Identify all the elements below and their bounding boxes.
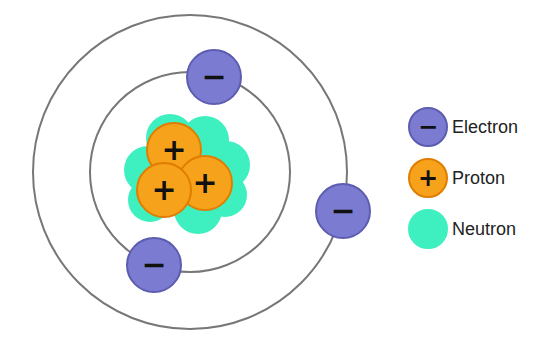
- electron-sign: −: [201, 62, 226, 92]
- electron-swatch: −: [408, 107, 448, 147]
- proton-sign: +: [161, 135, 186, 165]
- legend-row: −Electron: [408, 107, 518, 147]
- legend-row: + Proton: [408, 158, 505, 198]
- proton-sign: +: [151, 175, 176, 205]
- electron-circle: −: [186, 49, 242, 105]
- swatch-sign: +: [418, 166, 438, 190]
- legend-text: Neutron: [452, 219, 516, 240]
- proton-circle: +: [136, 162, 192, 218]
- legend-row: Neutron: [408, 209, 516, 249]
- neutron-swatch: [408, 209, 448, 249]
- proton-swatch: +: [408, 158, 448, 198]
- electron-sign: −: [330, 196, 355, 226]
- neutrons: [124, 114, 250, 234]
- proton-sign: +: [192, 168, 217, 198]
- legend-text: Proton: [452, 168, 505, 189]
- legend-text: Electron: [452, 117, 518, 138]
- electron-circle: −: [315, 183, 371, 239]
- outer-orbit: [33, 15, 347, 329]
- electron-sign: −: [141, 250, 166, 280]
- inner-orbit: [90, 72, 290, 272]
- swatch-sign: −: [418, 115, 438, 139]
- electron-circle: −: [126, 237, 182, 293]
